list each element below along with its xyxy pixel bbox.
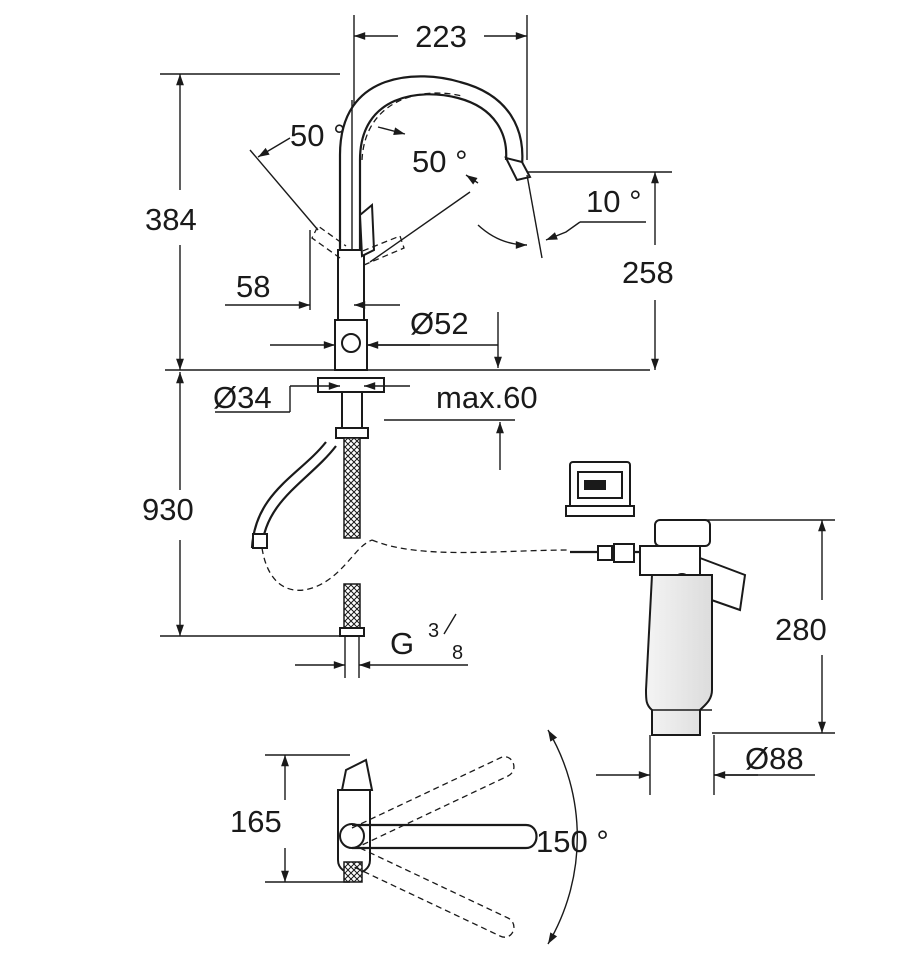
- dimension-labels: 223 384 50 ° 50 ° 10 ° 258 58 Ø52 Ø34 ma…: [142, 19, 827, 859]
- faucet-top-view: [337, 729, 578, 945]
- filter-cartridge: [644, 574, 713, 736]
- dim-filter-height: 280: [775, 612, 827, 647]
- pull-out-hose: [260, 445, 337, 549]
- dim-spout-reach: 223: [415, 19, 467, 54]
- dim-outlet-height: 258: [622, 255, 674, 290]
- dim-hose-length: 930: [142, 492, 194, 527]
- spout-top: [352, 823, 538, 850]
- dim-deck-thickness: max.60: [436, 380, 538, 415]
- dim-hole-diameter: Ø34: [213, 380, 272, 415]
- dim-thread-numerator: 3: [428, 620, 439, 642]
- lever: [358, 202, 376, 258]
- dim-lever-offset: 58: [236, 269, 270, 304]
- faucet-body: [337, 249, 365, 321]
- dim-lever-angle-left: 50 °: [290, 118, 346, 153]
- dim-thread-denominator: 8: [452, 642, 463, 664]
- spout: [338, 75, 524, 250]
- dim-body-diameter: Ø52: [410, 306, 469, 341]
- dim-swivel-angle: 150 °: [536, 824, 609, 859]
- dim-filter-diameter: Ø88: [745, 741, 804, 776]
- dimension-lines: [160, 15, 835, 883]
- faucet-elevation: [165, 75, 650, 678]
- dim-spout-tilt: 10 °: [586, 184, 642, 219]
- dim-lever-angle-right: 50 °: [412, 144, 468, 179]
- filter-unit: [565, 461, 747, 736]
- dim-total-height: 384: [145, 202, 197, 237]
- dim-top-depth: 165: [230, 804, 282, 839]
- dim-thread: G: [390, 626, 414, 661]
